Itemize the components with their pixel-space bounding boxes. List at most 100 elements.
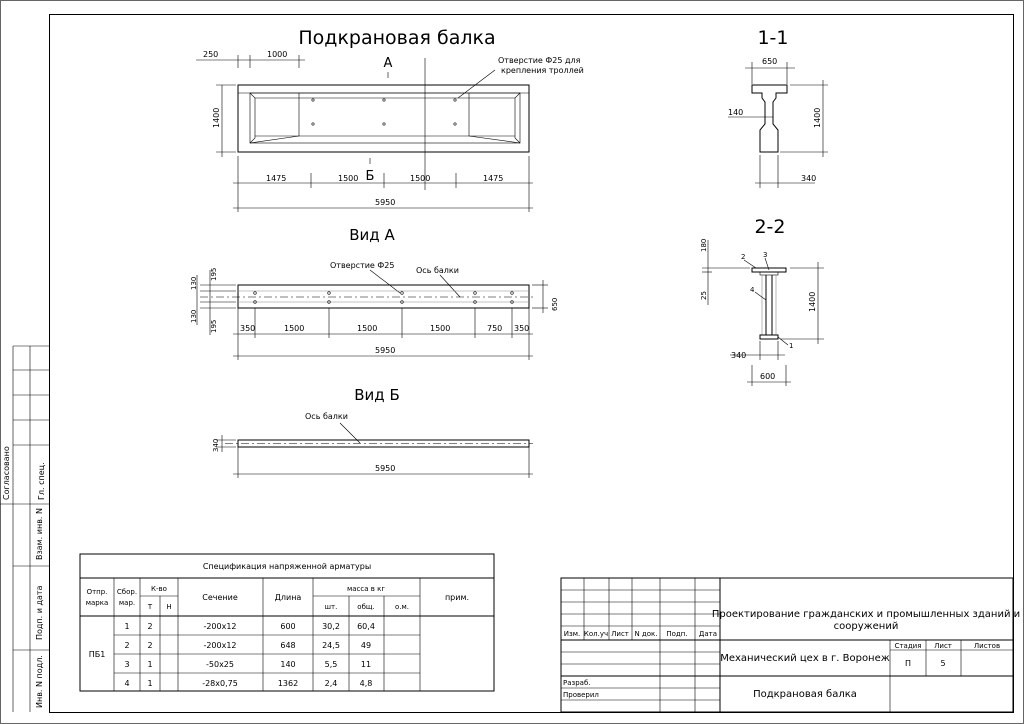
section-22-title: 2-2 [754,216,785,238]
spec-cell: 30,2 [322,622,340,631]
hole-label: Отверстие Ф25 [330,261,394,270]
tb-h-data: Дата [699,630,717,638]
spec-cell: 1 [124,622,129,631]
section-11-shape [751,84,788,153]
axis-label-a: Ось балки [416,266,459,275]
dim-1500-b: 1500 [410,174,430,183]
tb-proveril: Проверил [563,691,599,699]
title-block [560,577,1014,713]
s22-dim-340: 340 [731,351,746,360]
s22-n2: 2 [741,253,745,261]
vzam-inv-label: Взам. инв. N [35,508,44,560]
va-dim-1500-c: 1500 [430,324,450,333]
tb-list-no: 5 [940,659,945,668]
tb-project-2: сооружений [834,621,899,632]
spec-title: Спецификация напряженной арматуры [203,562,371,571]
spec-cell: -200х12 [203,641,236,650]
spec-cell: 140 [280,660,295,669]
dim-1475-left: 1475 [266,174,286,183]
spec-h-n: Н [166,603,171,611]
hole-note-1: Отверстие Ф25 для [498,56,581,65]
s22-n4: 4 [750,286,755,294]
spec-h-sech: Сечение [202,593,238,602]
spec-cell: 1 [147,679,152,688]
side-stamp: Согласовано Гл. спец. Взам. инв. N Подп.… [0,345,49,712]
spec-cell: 3 [124,660,129,669]
spec-cell: 11 [361,660,371,669]
dim-1000: 1000 [267,50,287,59]
spec-h-massa: масса в кг [347,585,385,593]
va-dim-350-r: 350 [514,324,529,333]
dim-650-right: 650 [551,298,559,311]
spec-h-marka: марка [86,599,109,607]
tb-h-list: Лист [611,630,629,638]
spec-h-sht: шт. [325,603,338,611]
spec-table [79,553,495,692]
spec-cell: 5,5 [325,660,338,669]
tb-h-ndok: N док. [634,630,657,638]
spec-h-mar: мар. [119,599,135,607]
vb-dim-340: 340 [212,439,220,452]
spec-row: 1 2 -200х12 600 30,2 60,4 [124,622,374,631]
spec-cell: 600 [280,622,295,631]
spec-cell: 1 [147,660,152,669]
tb-project: Проектирование гражданских и промышленны… [712,609,1020,620]
s11-dim-1400: 1400 [813,108,822,128]
spec-row: 2 2 -200х12 648 24,5 49 [124,641,371,650]
va-dim-1500-a: 1500 [284,324,304,333]
mark-a: А [384,56,393,71]
s22-dim-25: 25 [700,291,708,300]
tb-h-podp: Подп. [666,630,687,638]
spec-h-otpr: Отпр. [87,588,108,596]
spec-cell: 4 [124,679,129,688]
spec-cell: -200х12 [203,622,236,631]
mark-b: Б [366,169,375,184]
s22-n1: 1 [789,342,793,350]
tb-razrab: Разраб. [563,679,591,687]
spec-mark: ПБ1 [89,650,106,659]
tb-object: Механический цех в г. Воронеж [720,653,890,664]
inv-podl-label: Инв. N подл. [35,655,44,708]
podp-data-label: Подп. и дата [35,585,44,640]
spec-cell: 648 [280,641,295,650]
spec-h-obsh: общ. [357,603,374,611]
axis-label-b: Ось балки [305,412,348,421]
main-title: Подкрановая балка [298,27,495,49]
s11-dim-650: 650 [762,57,777,66]
spec-cell: 4,8 [360,679,373,688]
spec-h-sbor: Сбор. [117,588,137,596]
spec-h-kvo: К-во [151,585,167,593]
spec-cell: 2 [147,622,152,631]
dim-5950-top: 5950 [375,198,395,207]
spec-cell: 49 [361,641,371,650]
spec-cell: -50х25 [206,660,234,669]
spec-row: 4 1 -28х0,75 1362 2,4 4,8 [124,679,372,688]
spec-h-prim: прим. [445,593,469,602]
va-dim-5950: 5950 [375,346,395,355]
soglasovano-label: Согласовано [2,446,11,500]
spec-h-t: Т [147,603,153,611]
dim-195-bot: 195 [210,320,218,333]
va-dim-1500-b: 1500 [357,324,377,333]
spec-cell: 2 [147,641,152,650]
tb-h-list2: Лист [934,642,952,650]
spec-cell: 2,4 [325,679,338,688]
spec-cell: 2 [124,641,129,650]
spec-cell: 24,5 [322,641,340,650]
tb-h-stadia: Стадия [895,642,922,650]
tb-stadia: П [905,659,911,668]
dim-250: 250 [203,50,218,59]
view-a-flange [200,284,535,309]
dim-195-top: 195 [210,268,218,281]
va-dim-350-l: 350 [240,324,255,333]
beam-elevation [237,58,530,190]
dim-130-top: 130 [190,277,198,290]
spec-h-dlina: Длина [275,593,302,602]
s22-n3: 3 [763,251,767,259]
spec-cell: 1362 [278,679,298,688]
s22-dim-600: 600 [760,372,775,381]
spec-cell: -28х0,75 [202,679,238,688]
tb-h-listov: Листов [974,642,1000,650]
s11-dim-340: 340 [801,174,816,183]
